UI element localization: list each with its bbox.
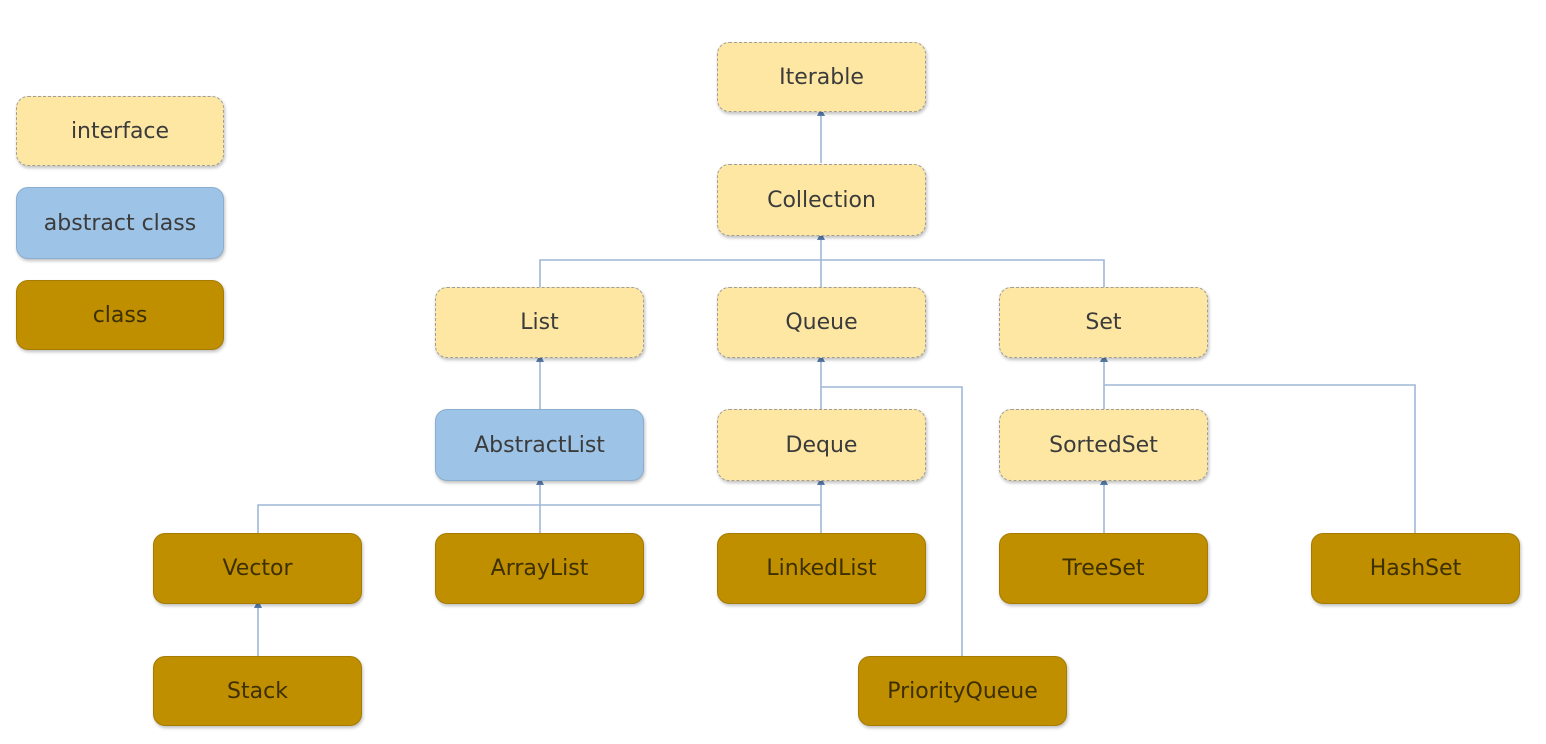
node-priorityqueue: PriorityQueue — [858, 656, 1067, 726]
edge-priorityqueue-queue — [821, 386, 963, 656]
node-arraylist: ArrayList — [435, 533, 644, 604]
node-treeset: TreeSet — [999, 533, 1208, 604]
legend-interface: interface — [16, 96, 224, 166]
node-linkedlist: LinkedList — [717, 533, 926, 604]
node-set: Set — [999, 287, 1208, 358]
node-hashset: HashSet — [1311, 533, 1520, 604]
legend-class: class — [16, 280, 224, 350]
node-collection: Collection — [717, 164, 926, 236]
node-deque: Deque — [717, 409, 926, 481]
edge-vector-abstractlist — [257, 504, 821, 533]
edge-set-collection — [821, 259, 1105, 287]
node-sortedset: SortedSet — [999, 409, 1208, 481]
node-stack: Stack — [153, 656, 362, 726]
node-iterable: Iterable — [717, 42, 926, 112]
edge-list-collection — [539, 259, 821, 287]
node-vector: Vector — [153, 533, 362, 604]
node-queue: Queue — [717, 287, 926, 358]
node-abstractlist: AbstractList — [435, 409, 644, 481]
node-list: List — [435, 287, 644, 358]
legend-abstract-class: abstract class — [16, 187, 224, 259]
edge-hashset-set — [1104, 384, 1416, 533]
